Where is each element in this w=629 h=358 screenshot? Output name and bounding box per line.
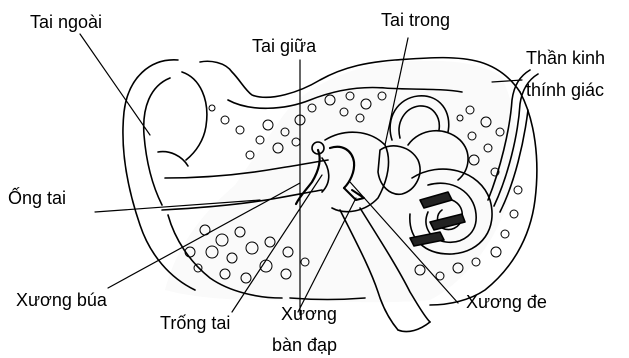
label-eardrum: Trống tai — [160, 313, 230, 333]
label-stapes-line2: bàn đạp — [272, 333, 337, 357]
label-incus: Xương đe — [466, 292, 547, 312]
auricle-inner-fold — [144, 78, 170, 205]
label-auditory-nerve-line1: Thần kinh — [526, 46, 605, 70]
label-ear-canal: Ống tai — [8, 188, 66, 208]
auricle-helix — [182, 72, 207, 160]
label-auditory-nerve-line2: thính giác — [526, 78, 604, 102]
leader-outer-ear — [80, 34, 150, 135]
label-middle-ear: Tai giữa — [252, 36, 316, 56]
label-outer-ear: Tai ngoài — [30, 12, 102, 32]
eustachian-tube-end — [398, 322, 430, 332]
label-malleus: Xương búa — [16, 290, 107, 310]
label-stapes-line1: Xương — [281, 302, 337, 326]
label-inner-ear: Tai trong — [381, 10, 450, 30]
auricle-concha — [158, 152, 188, 166]
